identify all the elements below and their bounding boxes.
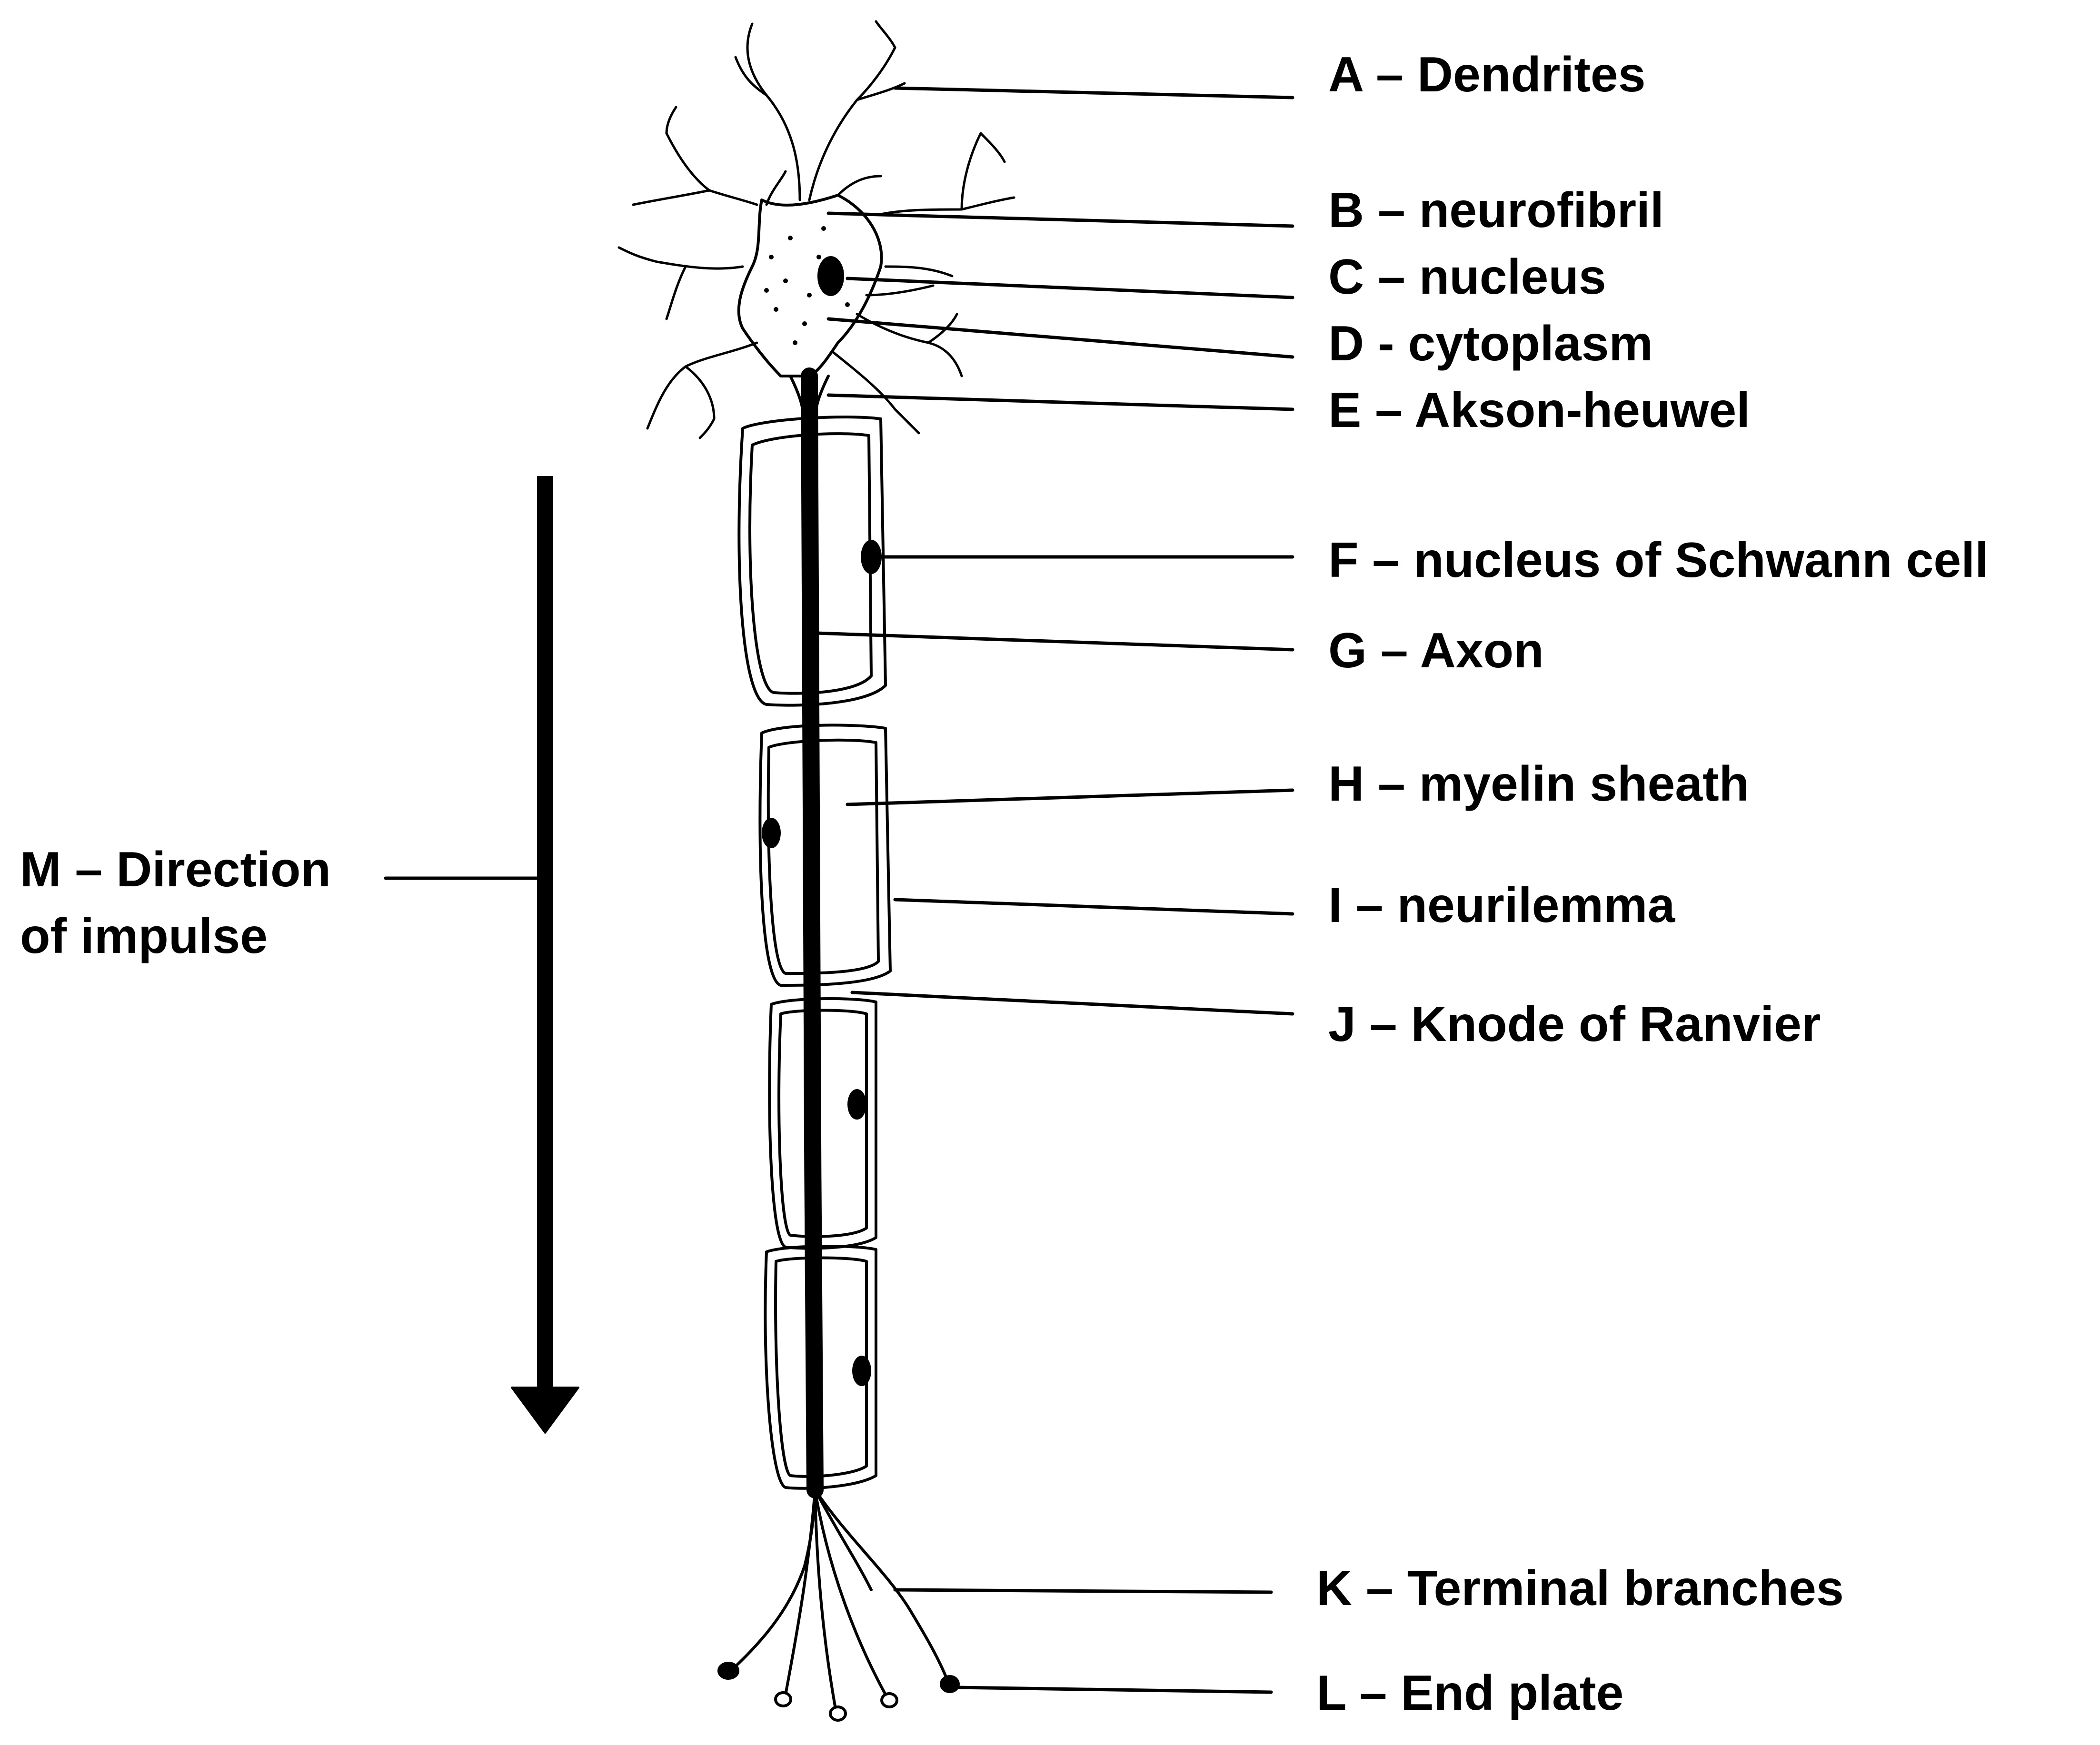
label-myelin-sheath: H – myelin sheath [1328,759,1749,809]
leader-b [828,213,1293,226]
label-schwann-nucleus: F – nucleus of Schwann cell [1328,535,1989,585]
leader-j [852,992,1293,1014]
leader-g [816,633,1293,650]
leader-d [828,319,1293,357]
label-end-plate: L – End plate [1316,1668,1623,1718]
impulse-arrow-head [512,1388,578,1433]
label-axon-hillock: E – Akson-heuwel [1328,386,1750,435]
leader-i [895,900,1293,914]
label-axon: G – Axon [1328,626,1544,675]
label-terminal-branches: K – Terminal branches [1316,1564,1844,1613]
nucleus [818,257,843,295]
label-cytoplasm: D - cytoplasm [1328,319,1653,368]
leader-h [847,790,1293,804]
terminal-branches [731,1490,947,1709]
label-dendrites: A – Dendrites [1328,50,1646,99]
leader-l [957,1687,1271,1692]
leader-k [895,1590,1271,1592]
label-neurilemma: I – neurilemma [1328,881,1675,930]
axon [809,376,815,1490]
label-neurofibril: B – neurofibril [1328,186,1664,235]
leader-a [895,88,1293,98]
leader-lines [386,88,1293,1692]
label-direction-line2: of impulse [20,912,268,961]
leader-c [847,278,1293,297]
label-nucleus: C – nucleus [1328,252,1606,302]
label-node-of-ranvier: J – Knode of Ranvier [1328,1000,1821,1049]
cell-body [739,195,882,376]
label-direction-line1: M – Direction [20,845,331,894]
end-plates [719,1663,958,1720]
leader-e [828,395,1293,409]
